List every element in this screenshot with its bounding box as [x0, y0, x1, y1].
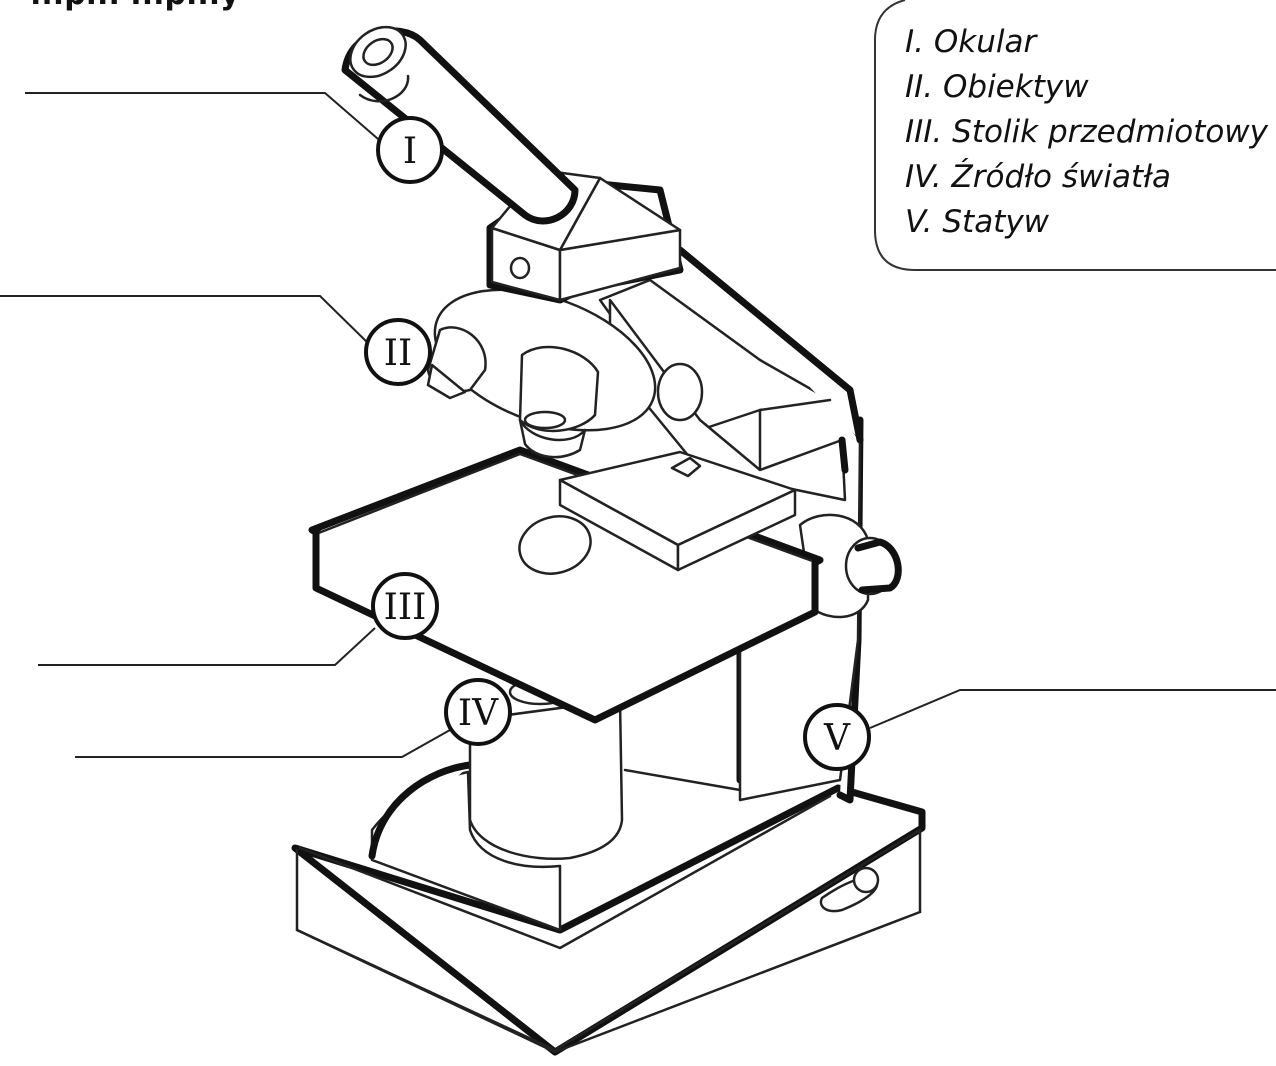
label-line-iii [38, 627, 376, 666]
marker-v: V [803, 703, 871, 771]
legend-item-zrodlo-swiatla: IV. Źródło światła [905, 159, 1171, 195]
label-line-iv [75, 729, 451, 758]
marker-label: II [384, 333, 412, 374]
legend-item-stolik: III. Stolik przedmiotowy [905, 114, 1269, 150]
light-source-pillar [368, 678, 624, 932]
marker-i: I [376, 116, 444, 184]
legend-item-okular: I. Okular [905, 24, 1038, 60]
eyepiece-tube [341, 25, 579, 225]
stage-platform [308, 446, 824, 724]
marker-label: I [403, 131, 417, 172]
label-line-ii [0, 295, 371, 346]
legend-item-obiektyw: II. Obiektyw [905, 69, 1089, 105]
microscope-illustration [291, 25, 926, 1056]
marker-iii: III [371, 572, 439, 640]
marker-label: V [823, 718, 851, 759]
marker-iv: IV [444, 678, 512, 746]
marker-label: III [384, 587, 427, 628]
label-lines [0, 92, 1276, 758]
legend-frame [874, 0, 1276, 271]
legend-item-statyw: V. Statyw [905, 204, 1050, 240]
label-line-i [25, 92, 386, 146]
cut-off-title: ...p... ...p...y [30, 0, 240, 12]
objective-turret [426, 288, 704, 459]
marker-ii: II [364, 318, 432, 386]
marker-label: IV [458, 693, 499, 734]
base [291, 784, 926, 1056]
label-line-v [869, 689, 1276, 729]
legend-box: I. Okular II. Obiektyw III. Stolik przed… [874, 0, 1276, 271]
